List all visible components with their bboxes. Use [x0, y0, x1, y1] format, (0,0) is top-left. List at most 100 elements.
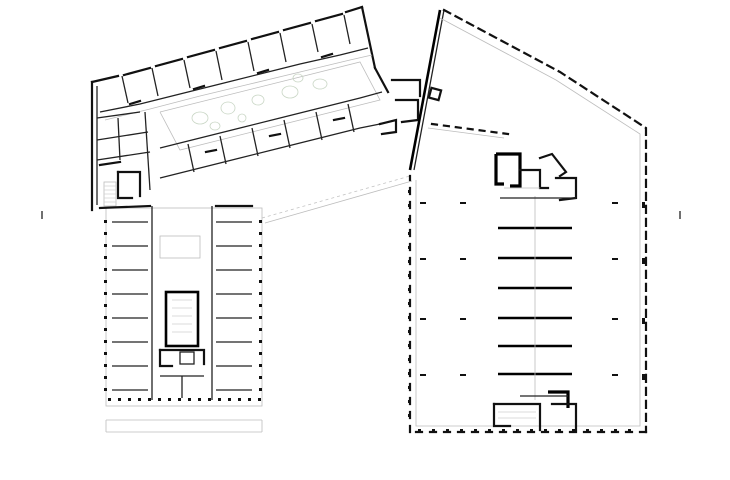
facade-pier [248, 398, 251, 401]
facade-pier [408, 218, 411, 221]
facade-pier [104, 280, 107, 283]
facade-pier [188, 398, 191, 401]
south-rooms [159, 91, 383, 179]
facade-pier [259, 268, 262, 271]
east-hall-north-core [494, 152, 578, 202]
column-marker [460, 374, 466, 376]
facade-pier [408, 274, 411, 277]
facade-pier [168, 398, 171, 401]
east-core [378, 78, 443, 136]
facade-pier [408, 288, 411, 291]
facade-pier [178, 398, 181, 401]
facade-pier [408, 246, 411, 249]
column-marker [460, 202, 466, 204]
facade-pier [259, 244, 262, 247]
facade-pier [488, 429, 491, 432]
facade-pier [104, 340, 107, 343]
column-marker [460, 318, 466, 320]
facade-pier [104, 316, 107, 319]
column-marker [642, 258, 645, 264]
east-hall-envelope [408, 8, 648, 434]
facade-pier [408, 260, 411, 263]
column-marker [420, 374, 426, 376]
facade-pier [104, 328, 107, 331]
facade-pier [108, 398, 111, 401]
column-marker [642, 374, 645, 380]
facade-pier [259, 232, 262, 235]
facade-pier [544, 429, 547, 432]
east-hall [408, 8, 648, 434]
facade-pier [408, 330, 411, 333]
facade-pier [104, 244, 107, 247]
facade-pier [104, 256, 107, 259]
north-facade [90, 5, 390, 94]
facade-pier [516, 429, 519, 432]
facade-pier [128, 398, 131, 401]
facade-pier [118, 398, 121, 401]
facade-pier [600, 429, 603, 432]
facade-pier [158, 398, 161, 401]
column-marker [612, 202, 618, 204]
facade-pier [104, 268, 107, 271]
facade-pier [259, 316, 262, 319]
west-bar [98, 204, 263, 433]
facade-pier [104, 292, 107, 295]
west-bar-left-rooms [112, 221, 148, 391]
facade-pier [418, 429, 421, 432]
facade-pier [259, 280, 262, 283]
facade-pier [259, 304, 262, 307]
west-bar-right-rooms [216, 221, 252, 391]
facade-pier [104, 364, 107, 367]
facade-pier [408, 386, 411, 389]
facade-pier [259, 292, 262, 295]
angled-wing [90, 5, 443, 224]
facade-pier [408, 302, 411, 305]
facade-pier [238, 398, 241, 401]
facade-pier [408, 358, 411, 361]
facade-pier [614, 429, 617, 432]
column-marker [460, 258, 466, 260]
column-marker [612, 258, 618, 260]
north-rooms [99, 14, 373, 121]
column-marker [642, 202, 645, 208]
facade-pier [148, 398, 151, 401]
facade-pier [104, 304, 107, 307]
facade-pier [104, 220, 107, 223]
facade-pier [408, 372, 411, 375]
facade-pier [446, 429, 449, 432]
east-hall-partitions [498, 196, 572, 400]
east-hall-column-grid [408, 190, 645, 432]
south-facade [261, 175, 413, 224]
hinge-wall [408, 9, 445, 171]
west-bar-columns [104, 220, 262, 401]
facade-pier [408, 190, 411, 193]
facade-pier [432, 429, 435, 432]
column-marker [420, 202, 426, 204]
column-marker [420, 318, 426, 320]
facade-pier [408, 204, 411, 207]
facade-pier [259, 340, 262, 343]
facade-pier [104, 388, 107, 391]
facade-pier [259, 364, 262, 367]
facade-pier [259, 328, 262, 331]
facade-pier [628, 429, 631, 432]
facade-pier [530, 429, 533, 432]
facade-pier [198, 398, 201, 401]
facade-pier [408, 232, 411, 235]
column-marker [612, 318, 618, 320]
facade-pier [104, 376, 107, 379]
facade-pier [558, 429, 561, 432]
facade-pier [474, 429, 477, 432]
column-marker [612, 374, 618, 376]
facade-pier [218, 398, 221, 401]
facade-pier [460, 429, 463, 432]
facade-pier [408, 316, 411, 319]
facade-pier [572, 429, 575, 432]
facade-pier [228, 398, 231, 401]
facade-pier [408, 344, 411, 347]
west-bar-core [158, 235, 206, 398]
facade-pier [138, 398, 141, 401]
east-hall-south-core [492, 390, 578, 432]
